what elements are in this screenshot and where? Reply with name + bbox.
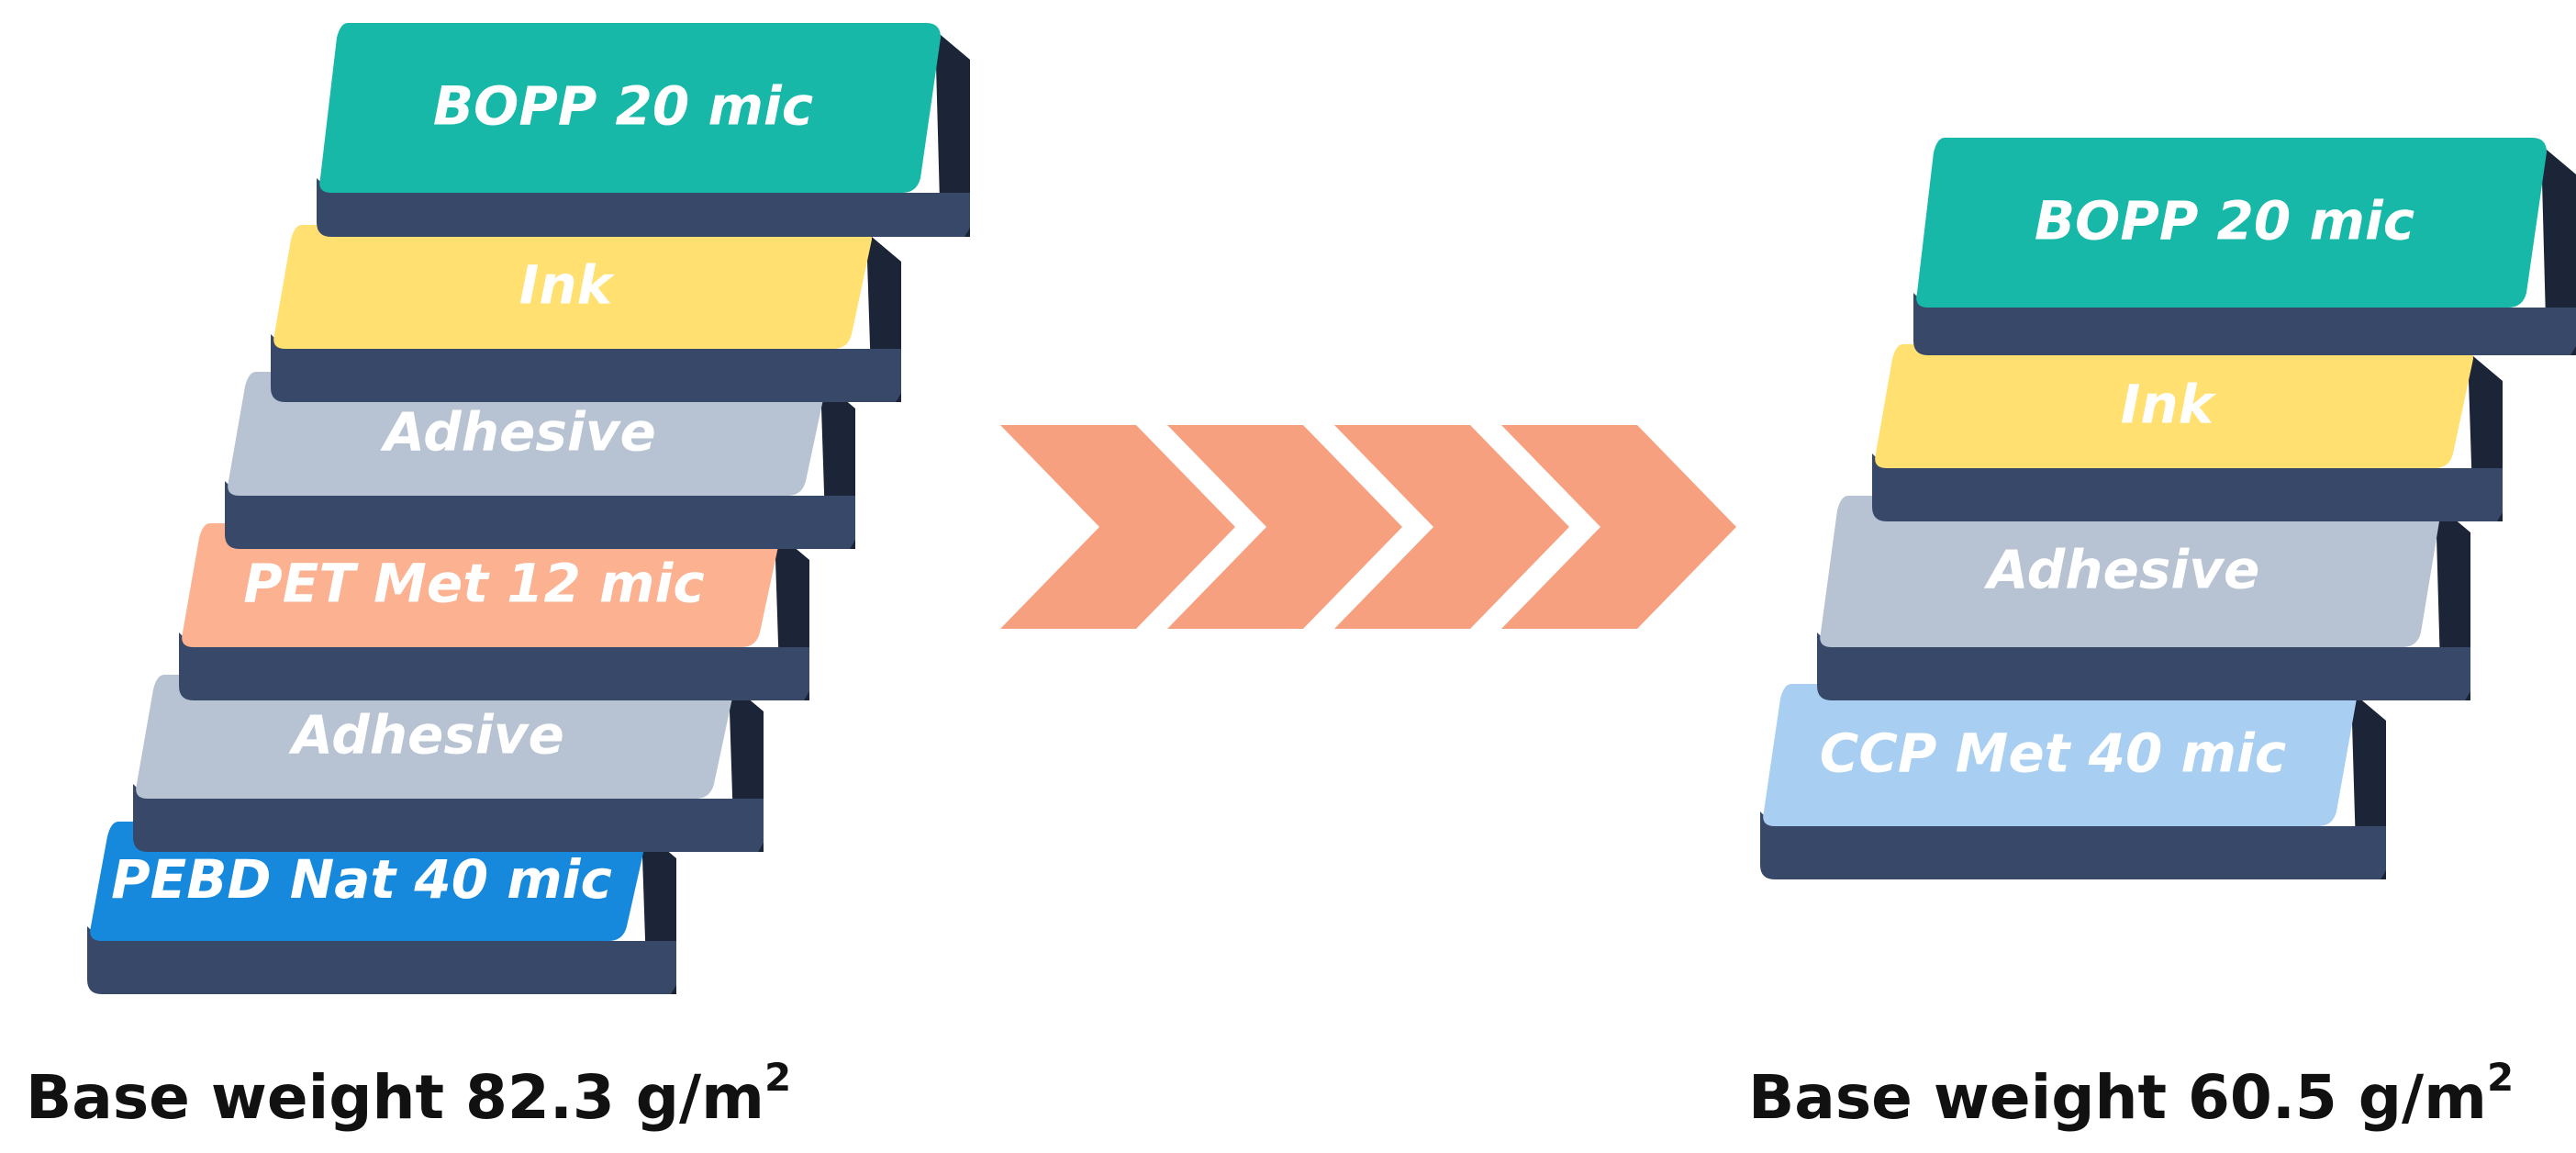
right-layer-stack: CCP Met 40 mic Adhesive Ink BOPP 20 mic (1760, 138, 2576, 879)
right-layer-4-ccp-met-40-mic-label: CCP Met 40 mic (1820, 722, 2286, 785)
left-layer-2-ink: Ink (271, 225, 901, 402)
left-layer-5-adhesive-label: Adhesive (288, 704, 564, 767)
layer-front-side (1760, 812, 2386, 879)
layer-front-side (179, 632, 809, 700)
layer-front-side (1913, 293, 2576, 355)
layer-top-face (1916, 138, 2547, 308)
layer-right-side (2541, 145, 2576, 355)
layer-right-side (935, 30, 970, 237)
chevron-arrow-icon (1000, 425, 1736, 629)
chevron-2 (1167, 425, 1402, 629)
layer-front-side (225, 481, 855, 549)
layer-front-side (271, 334, 901, 402)
right-layer-2-ink-label: Ink (2121, 374, 2217, 436)
left-layer-1-bopp-20-mic: BOPP 20 mic (317, 23, 970, 237)
layer-front-side (133, 784, 764, 852)
layer-top-face (136, 675, 734, 799)
layer-front-side (87, 926, 676, 994)
layer-front-side (1872, 453, 2503, 521)
left-layer-6-pebd-nat-40-mic-label: PEBD Nat 40 mic (111, 848, 612, 911)
right-layer-4-ccp-met-40-mic: CCP Met 40 mic (1760, 684, 2386, 879)
left-layer-3-adhesive-label: Adhesive (380, 401, 656, 464)
left-layer-3-adhesive: Adhesive (225, 372, 855, 549)
left-base-weight: Base weight 82.3 g/m2 (26, 1055, 791, 1133)
left-layer-5-adhesive: Adhesive (133, 675, 764, 852)
chevron-3 (1334, 425, 1569, 629)
layer-top-face (228, 372, 826, 496)
left-layer-1-bopp-20-mic-label: BOPP 20 mic (433, 75, 813, 138)
layer-top-face (319, 23, 941, 193)
left-layer-2-ink-label: Ink (519, 254, 616, 317)
chevron-4 (1501, 425, 1736, 629)
layer-top-face (1763, 684, 2357, 826)
layer-top-face (273, 225, 872, 349)
chevron-1 (1000, 425, 1235, 629)
left-layer-4-pet-met-12-mic: PET Met 12 mic (179, 523, 809, 700)
left-layer-4-pet-met-12-mic-label: PET Met 12 mic (243, 553, 704, 615)
layer-top-face (182, 523, 780, 647)
right-layer-2-ink: Ink (1872, 344, 2503, 521)
right-layer-1-bopp-20-mic: BOPP 20 mic (1913, 138, 2576, 355)
right-layer-1-bopp-20-mic-label: BOPP 20 mic (2035, 190, 2414, 252)
right-layer-3-adhesive-label: Adhesive (1984, 539, 2260, 601)
layer-front-side (1817, 632, 2470, 700)
layer-top-face (1820, 496, 2441, 647)
right-layer-3-adhesive: Adhesive (1817, 496, 2470, 700)
layer-top-face (1875, 344, 2473, 468)
right-base-weight: Base weight 60.5 g/m2 (1748, 1055, 2514, 1133)
